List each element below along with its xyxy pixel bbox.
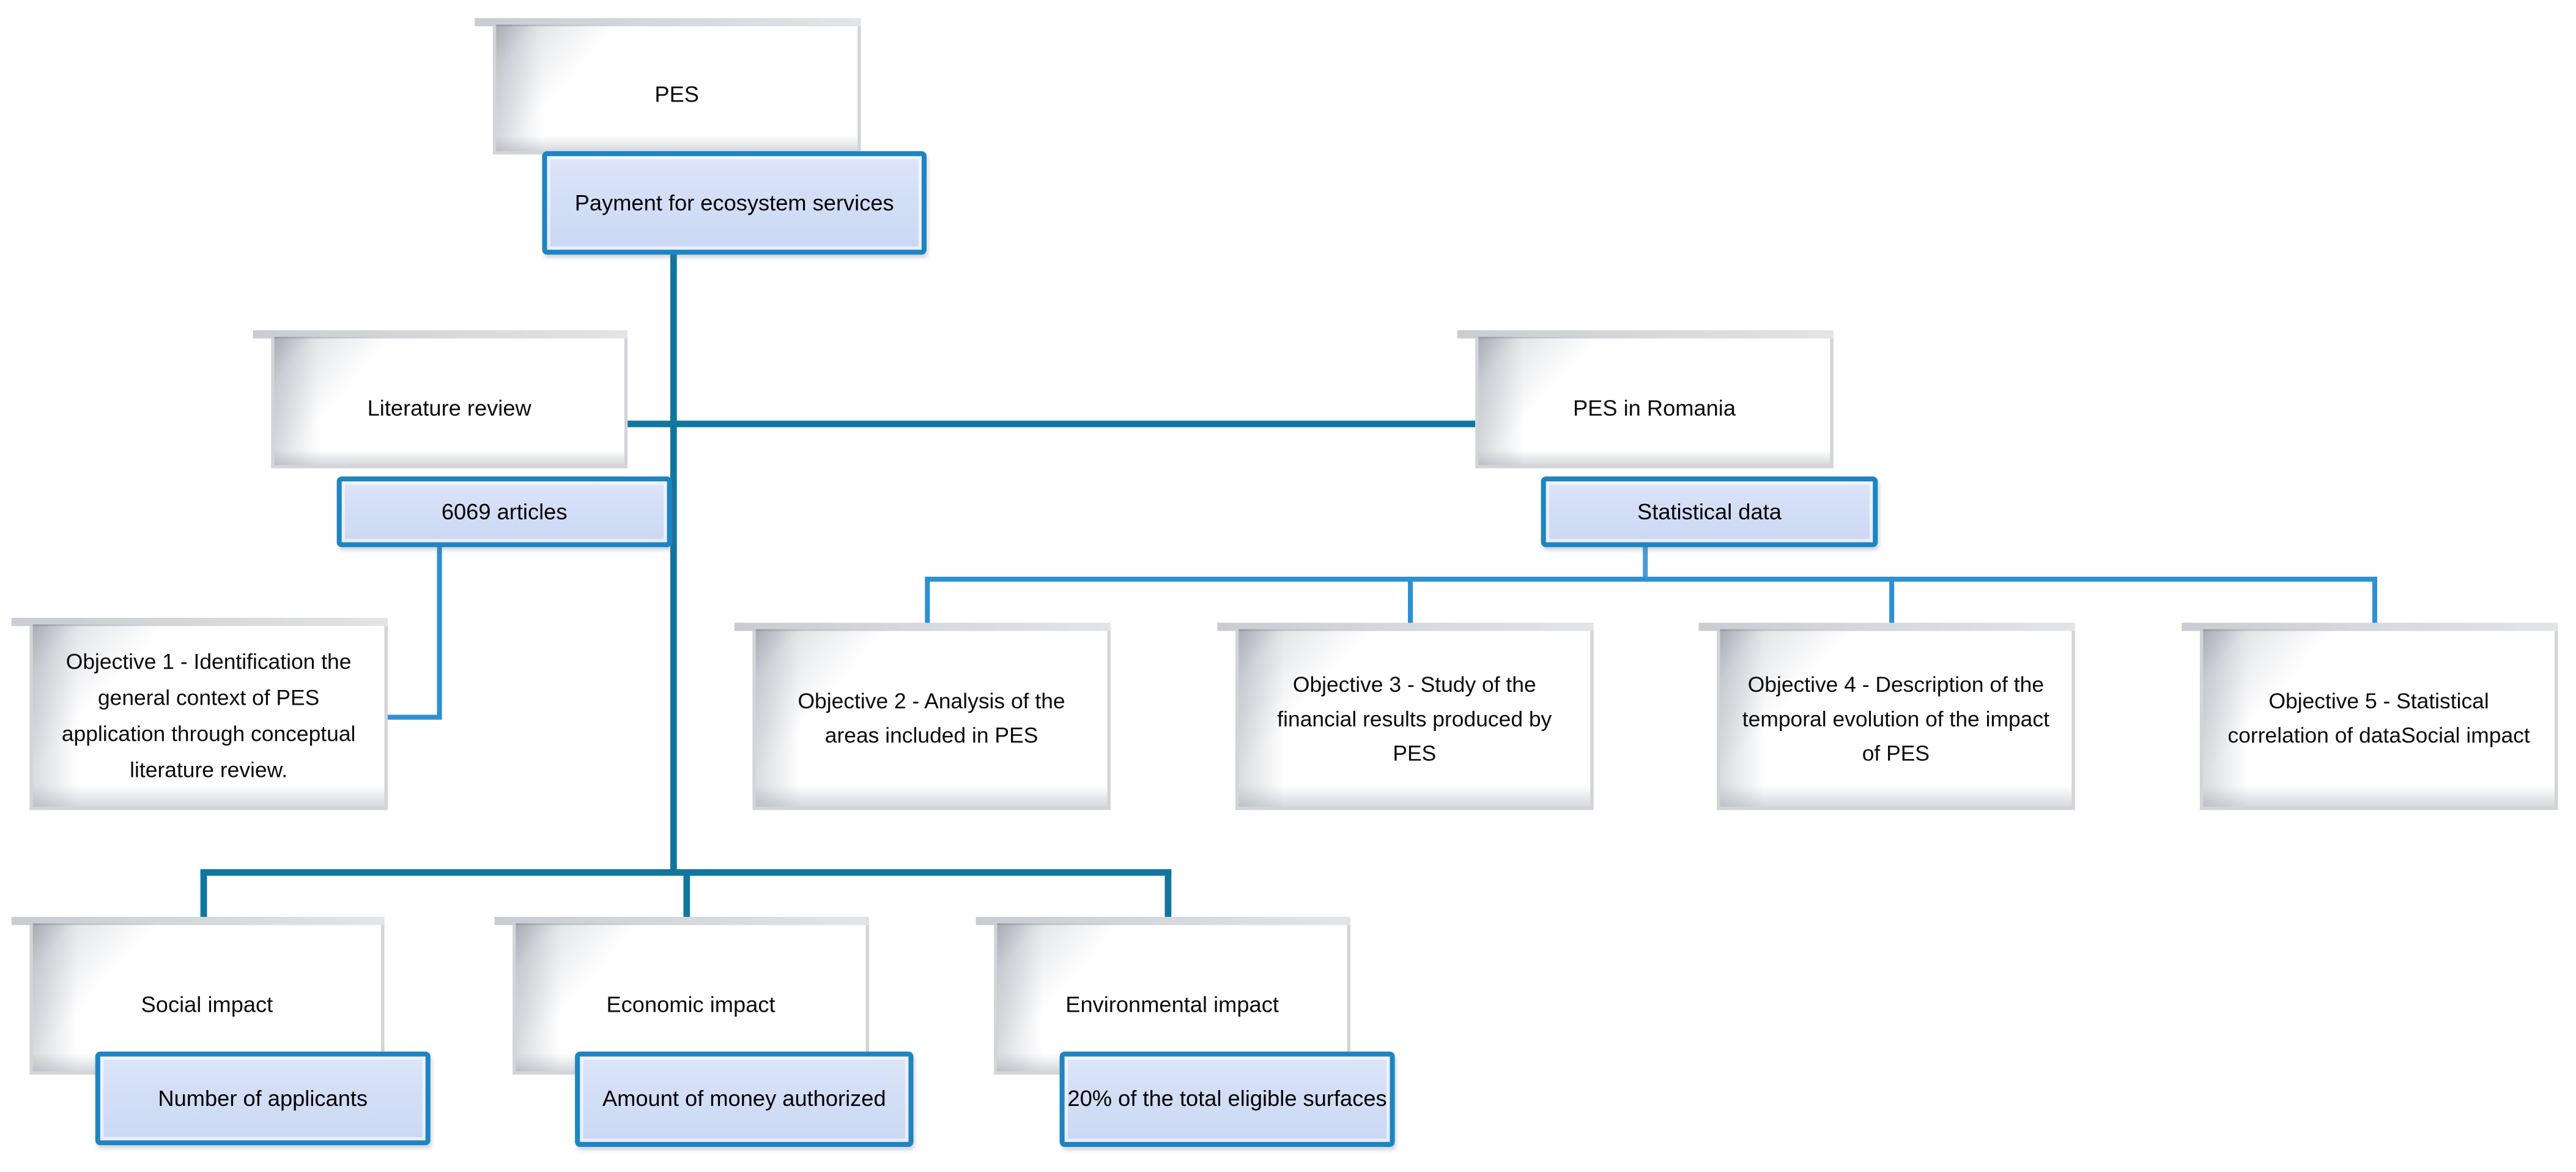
node-pes-detail: Payment for ecosystem services bbox=[574, 190, 894, 215]
node-economic-impact-detail-box: Amount of money authorized bbox=[575, 1051, 914, 1147]
connector-social-drop bbox=[200, 869, 207, 922]
environmental-impact-detail: 20% of the total eligible surfaces bbox=[1067, 1086, 1387, 1111]
node-literature-detail-box: 6069 articles bbox=[336, 476, 672, 547]
social-impact-title: Social impact bbox=[141, 992, 273, 1017]
connector-articles-objective1-elbow bbox=[381, 714, 442, 720]
objective-3-label: Objective 3 - Study of the financial res… bbox=[1277, 671, 1552, 765]
node-objective-4: Objective 4 - Description of the tempora… bbox=[1698, 623, 2075, 810]
connector-objective2-drop bbox=[925, 576, 930, 628]
node-objective-5: Objective 5 - Statistical correlation of… bbox=[2182, 623, 2558, 810]
node-literature-title: Literature review bbox=[367, 395, 531, 420]
connector-objective3-drop bbox=[1408, 576, 1413, 628]
economic-impact-detail: Amount of money authorized bbox=[602, 1086, 886, 1111]
node-economic-impact: Economic impact bbox=[494, 916, 869, 1075]
connector-economic-drop bbox=[683, 869, 690, 924]
node-pes: PES bbox=[475, 18, 861, 155]
node-romania-title: PES in Romania bbox=[1572, 395, 1736, 420]
node-pes-detail-box: Payment for ecosystem services bbox=[542, 151, 927, 255]
social-impact-detail: Number of applicants bbox=[158, 1085, 368, 1110]
node-literature-review: Literature review bbox=[253, 330, 628, 469]
objective-2-label: Objective 2 - Analysis of the areas incl… bbox=[798, 688, 1065, 748]
node-environmental-impact-detail-box: 20% of the total eligible surfaces bbox=[1059, 1051, 1395, 1147]
node-environmental-impact: Environmental impact bbox=[975, 916, 1351, 1075]
connector-environmental-drop bbox=[1164, 869, 1172, 924]
objective-4-label: Objective 4 - Description of the tempora… bbox=[1742, 671, 2049, 765]
connector-articles-drop bbox=[437, 537, 442, 718]
connector-objective5-drop bbox=[2372, 576, 2377, 628]
objective-1-label: Objective 1 - Identification the general… bbox=[61, 648, 356, 782]
economic-impact-title: Economic impact bbox=[606, 992, 775, 1017]
node-pes-in-romania: PES in Romania bbox=[1457, 330, 1834, 469]
node-objective-3: Objective 3 - Study of the financial res… bbox=[1217, 623, 1594, 810]
environmental-impact-title: Environmental impact bbox=[1065, 992, 1279, 1017]
node-objective-2: Objective 2 - Analysis of the areas incl… bbox=[734, 623, 1111, 810]
connector-statistical-drop bbox=[1643, 537, 1648, 580]
node-romania-detail: Statistical data bbox=[1637, 499, 1782, 524]
node-social-impact-detail-box: Number of applicants bbox=[95, 1051, 431, 1146]
connector-trunk-vertical bbox=[670, 243, 677, 873]
node-objective-1: Objective 1 - Identification the general… bbox=[11, 618, 388, 810]
connector-objectives-horizontal bbox=[925, 576, 2377, 582]
connector-objective4-drop bbox=[1889, 576, 1895, 628]
node-pes-title: PES bbox=[654, 82, 699, 107]
node-literature-detail: 6069 articles bbox=[441, 499, 568, 524]
connector-literature-romania bbox=[621, 420, 1476, 427]
node-romania-detail-box: Statistical data bbox=[1541, 476, 1878, 547]
node-social-impact: Social impact bbox=[11, 916, 385, 1075]
objective-5-label: Objective 5 - Statistical correlation of… bbox=[2227, 688, 2530, 748]
